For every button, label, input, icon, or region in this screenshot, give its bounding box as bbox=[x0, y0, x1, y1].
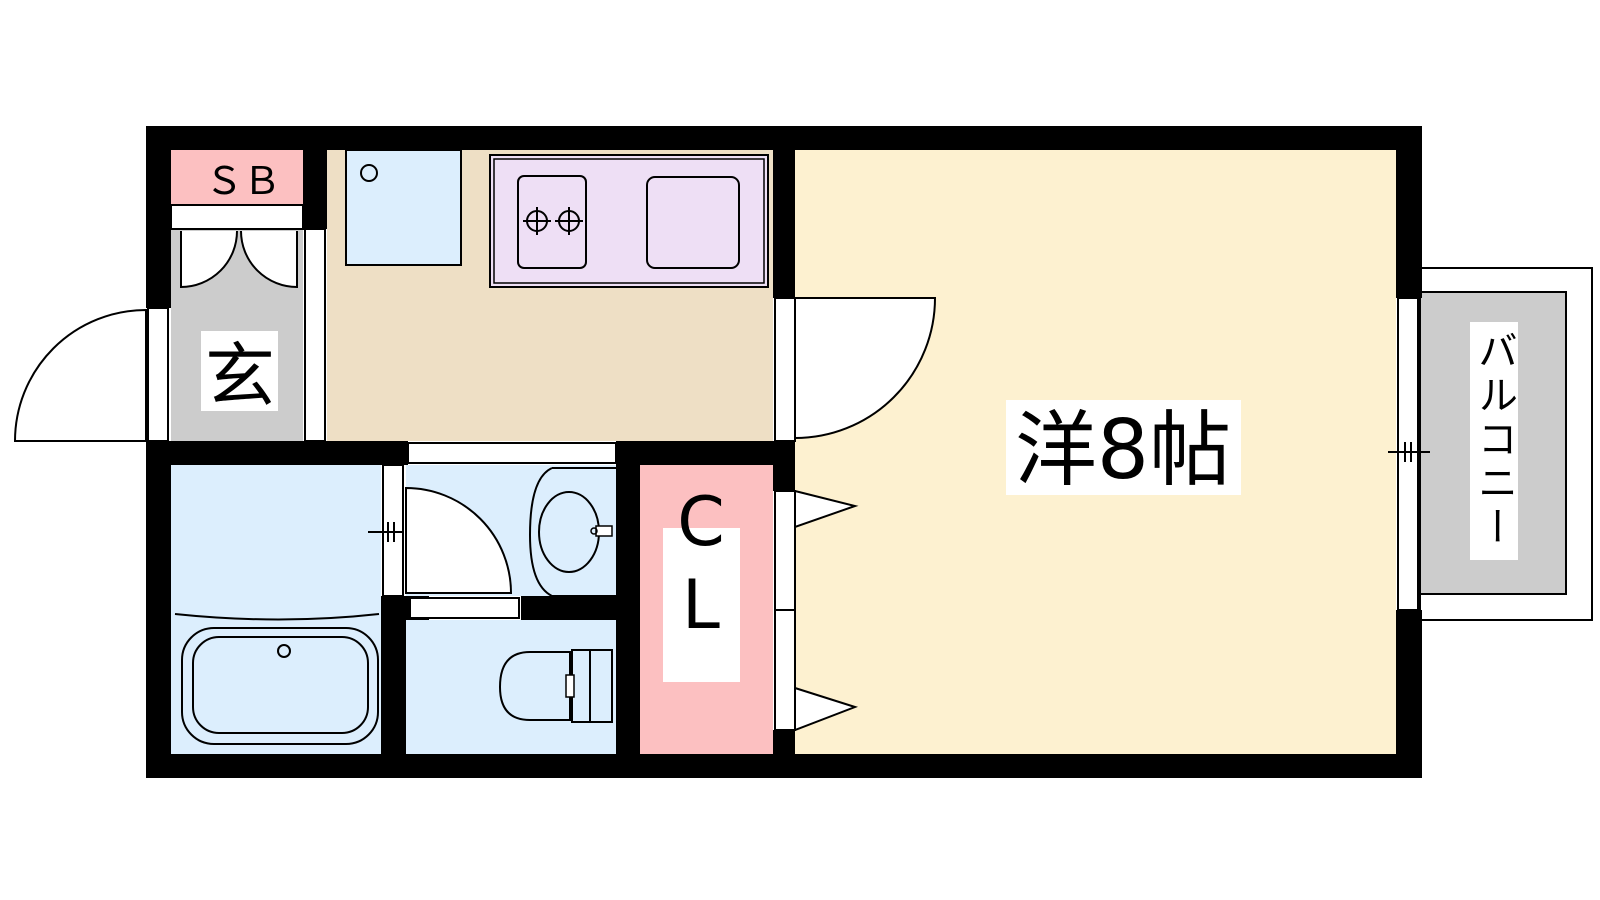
entrance-label-bg bbox=[201, 331, 278, 411]
washroom-door-icon bbox=[405, 486, 513, 594]
entrance-door-icon bbox=[13, 308, 147, 442]
fridge-circle bbox=[360, 164, 378, 182]
balcony-label: バルコニー bbox=[1471, 330, 1517, 550]
closet-label-bg bbox=[663, 528, 740, 682]
bathroom-floor bbox=[171, 465, 381, 754]
shoe-box bbox=[171, 150, 303, 205]
shoe-box-label: ＳＢ bbox=[205, 159, 281, 203]
western-room-label-bg bbox=[1006, 400, 1241, 495]
frames bbox=[147, 204, 1419, 731]
bathtub-edge bbox=[174, 613, 380, 621]
kitchen-sink bbox=[646, 176, 740, 269]
entrance-label: 玄 bbox=[205, 335, 275, 417]
stove-burner-icon bbox=[523, 207, 583, 235]
bathtub bbox=[181, 627, 379, 745]
sliding-door-ticks bbox=[368, 442, 1430, 542]
bathtub-drain-icon bbox=[277, 644, 291, 658]
washbasin-drain-icon bbox=[590, 527, 598, 535]
shoebox-door-left-icon bbox=[180, 230, 238, 289]
walls bbox=[146, 126, 1422, 778]
closet-door-top-icon bbox=[794, 489, 859, 529]
toilet-floor bbox=[406, 620, 616, 754]
washbasin-faucet-icon bbox=[595, 525, 613, 537]
door-swings bbox=[13, 230, 937, 732]
western-room-label: 洋8帖 bbox=[1015, 403, 1231, 498]
closet-label: CL bbox=[662, 483, 741, 649]
toilet-tank-knob bbox=[565, 674, 575, 698]
toilet-icon bbox=[498, 651, 571, 721]
shoebox-door-right-icon bbox=[240, 230, 298, 289]
kitchen-counter-inner bbox=[493, 158, 765, 284]
washbasin bbox=[528, 467, 553, 597]
stove bbox=[517, 175, 587, 269]
bathtub-inner bbox=[192, 636, 369, 734]
balcony-label-bg bbox=[1470, 322, 1518, 560]
closet-door-bottom-icon bbox=[794, 686, 859, 732]
room-door-icon bbox=[794, 297, 937, 440]
